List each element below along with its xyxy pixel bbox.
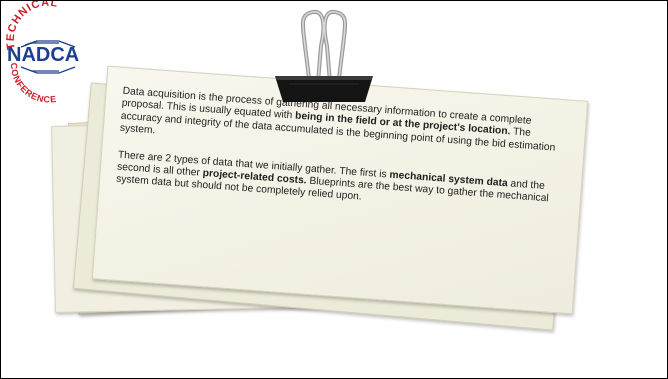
binder-clip-icon [275,9,373,102]
logo-bottom-arc: CONFERENCE [9,62,57,104]
svg-text:CONFERENCE: CONFERENCE [9,62,57,104]
logo-main-text: NADCA [7,44,79,66]
nadca-logo: TECHNICAL NADCA CONFERENCE [5,1,80,105]
note-text: Data acquisition is the process of gathe… [115,86,570,233]
